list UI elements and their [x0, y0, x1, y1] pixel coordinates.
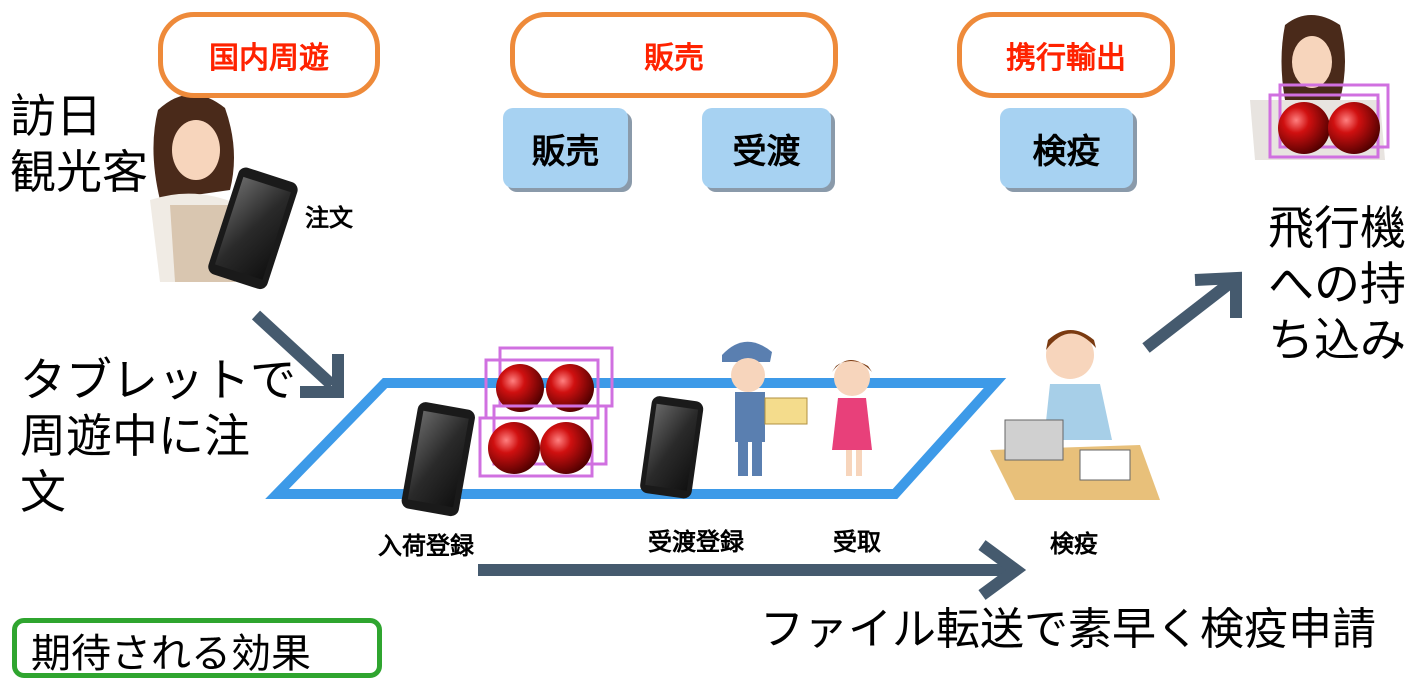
- handover-tablet-icon: [640, 396, 704, 499]
- label-quarantine: 検疫: [1050, 530, 1098, 558]
- girl-icon: [832, 360, 872, 476]
- label-arrival: 入荷登録: [378, 532, 474, 560]
- stage-sales-pill: 販売: [510, 12, 838, 98]
- tablet-text-line1: タブレットで: [20, 353, 296, 407]
- tablet-text-line2: 周遊中に注: [20, 409, 250, 463]
- stage-domestic-pill: 国内周遊: [158, 12, 380, 98]
- airplane-text: 飛行機 への持 ち込み: [1268, 200, 1406, 368]
- apple-crates-icon: [478, 346, 614, 478]
- plane-text-line3: ち込み: [1268, 313, 1406, 367]
- order-arrow: [251, 310, 337, 390]
- delivery-man-icon: [722, 341, 808, 476]
- expected-effect-text: 期待される効果: [31, 631, 311, 677]
- label-receive: 受取: [833, 528, 881, 556]
- step-handover: 受渡: [702, 108, 831, 188]
- process-platform: [265, 378, 1007, 499]
- airplane-arrow: [1142, 278, 1234, 353]
- tourist-line1: 訪日: [10, 89, 102, 143]
- tablet-text-line3: 文: [20, 465, 66, 519]
- tourist-tablet-icon: [208, 167, 298, 290]
- label-handover-registration: 受渡登録: [648, 528, 744, 556]
- diagram-graphics: [150, 15, 1390, 600]
- tourist-line2: 観光客: [10, 145, 148, 199]
- file-transfer-text: ファイル転送で素早く検疫申請: [760, 604, 1376, 655]
- quarantine-worker-icon: [990, 330, 1160, 500]
- woman-with-apples-icon: [1250, 15, 1390, 160]
- stage-export-pill: 携行輸出: [957, 12, 1175, 98]
- order-label: 注文: [305, 204, 353, 232]
- step-quarantine: 検疫: [1000, 108, 1133, 188]
- tourist-label: 訪日 観光客: [10, 88, 148, 200]
- tablet-order-text: タブレットで 周遊中に注 文: [20, 352, 296, 520]
- arrival-tablet-icon: [401, 402, 475, 517]
- expected-effect-box: 期待される効果: [12, 618, 382, 678]
- plane-text-line1: 飛行機: [1268, 201, 1406, 255]
- plane-text-line2: への持: [1268, 257, 1406, 311]
- step-sell: 販売: [503, 108, 628, 188]
